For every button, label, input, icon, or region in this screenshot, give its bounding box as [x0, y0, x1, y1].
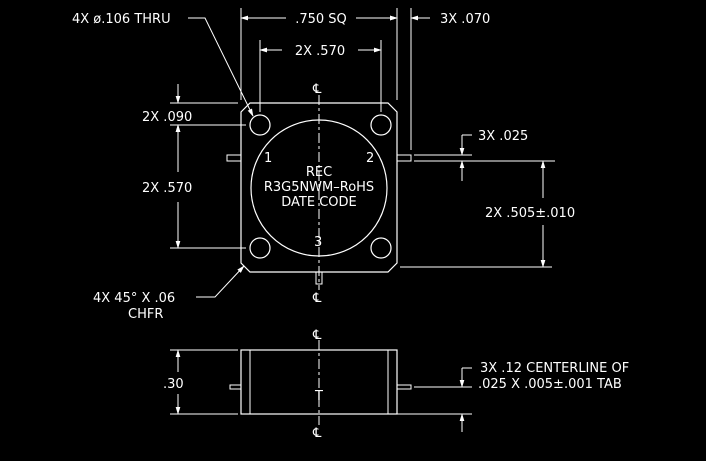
- hole-spacing-v-label: 2X .570: [142, 181, 192, 196]
- chamfer-note-line-2: CHFR: [128, 307, 163, 322]
- port-2-label: 2: [366, 151, 374, 166]
- side-t-mark: T: [314, 389, 323, 404]
- side-centerline-symbol-top: ℄: [312, 328, 322, 343]
- chamfer-leader: [196, 265, 245, 298]
- tab-right: [396, 154, 412, 162]
- side-tab-left: [229, 384, 242, 390]
- mounting-hole-tr: [370, 114, 392, 136]
- tab-left: [226, 154, 242, 162]
- hole-note-leader: [188, 17, 254, 117]
- tab-note-line-1: 3X .12 CENTERLINE OF: [480, 361, 629, 376]
- tab-thickness-dim-label: 3X .025: [478, 129, 528, 144]
- mounting-hole-tl: [249, 114, 271, 136]
- centerline-symbol-top: ℄: [312, 82, 322, 97]
- label-line-2: R3G5NWM–RoHS: [264, 180, 374, 195]
- label-line-3: DATE CODE: [281, 195, 357, 210]
- body-outline: [240, 102, 398, 273]
- top-view: ℄ ℄ 1 2 3 REC R3G5NWM–RoHS DATE CODE .75…: [72, 8, 575, 322]
- side-tab-right: [396, 384, 412, 390]
- side-height-dim-label: .30: [163, 377, 184, 392]
- chamfer-note-line-1: 4X 45° X .06: [93, 291, 175, 306]
- label-line-1: REC: [306, 165, 332, 180]
- hole-edge-dim-label: 2X .090: [142, 110, 192, 125]
- mounting-hole-br: [370, 237, 392, 259]
- side-view: ℄ ℄ T .30 3X .12 CENTERLINE OF .025 X .0…: [163, 328, 629, 441]
- hole-note: 4X ø.106 THRU: [72, 12, 171, 27]
- centerline-symbol-bottom: ℄: [312, 291, 322, 306]
- hole-spacing-h-label: 2X .570: [295, 44, 345, 59]
- side-centerline-symbol-bottom: ℄: [312, 426, 322, 441]
- tab-note-line-2: .025 X .005±.001 TAB: [478, 377, 622, 392]
- tab-width-dim-label: 3X .070: [440, 12, 490, 27]
- overall-dim-label: .750 SQ: [295, 12, 347, 27]
- port-3-label: 3: [314, 235, 322, 250]
- tab-height-dim-label: 2X .505±.010: [485, 206, 575, 221]
- port-1-label: 1: [264, 151, 272, 166]
- mounting-hole-bl: [249, 237, 271, 259]
